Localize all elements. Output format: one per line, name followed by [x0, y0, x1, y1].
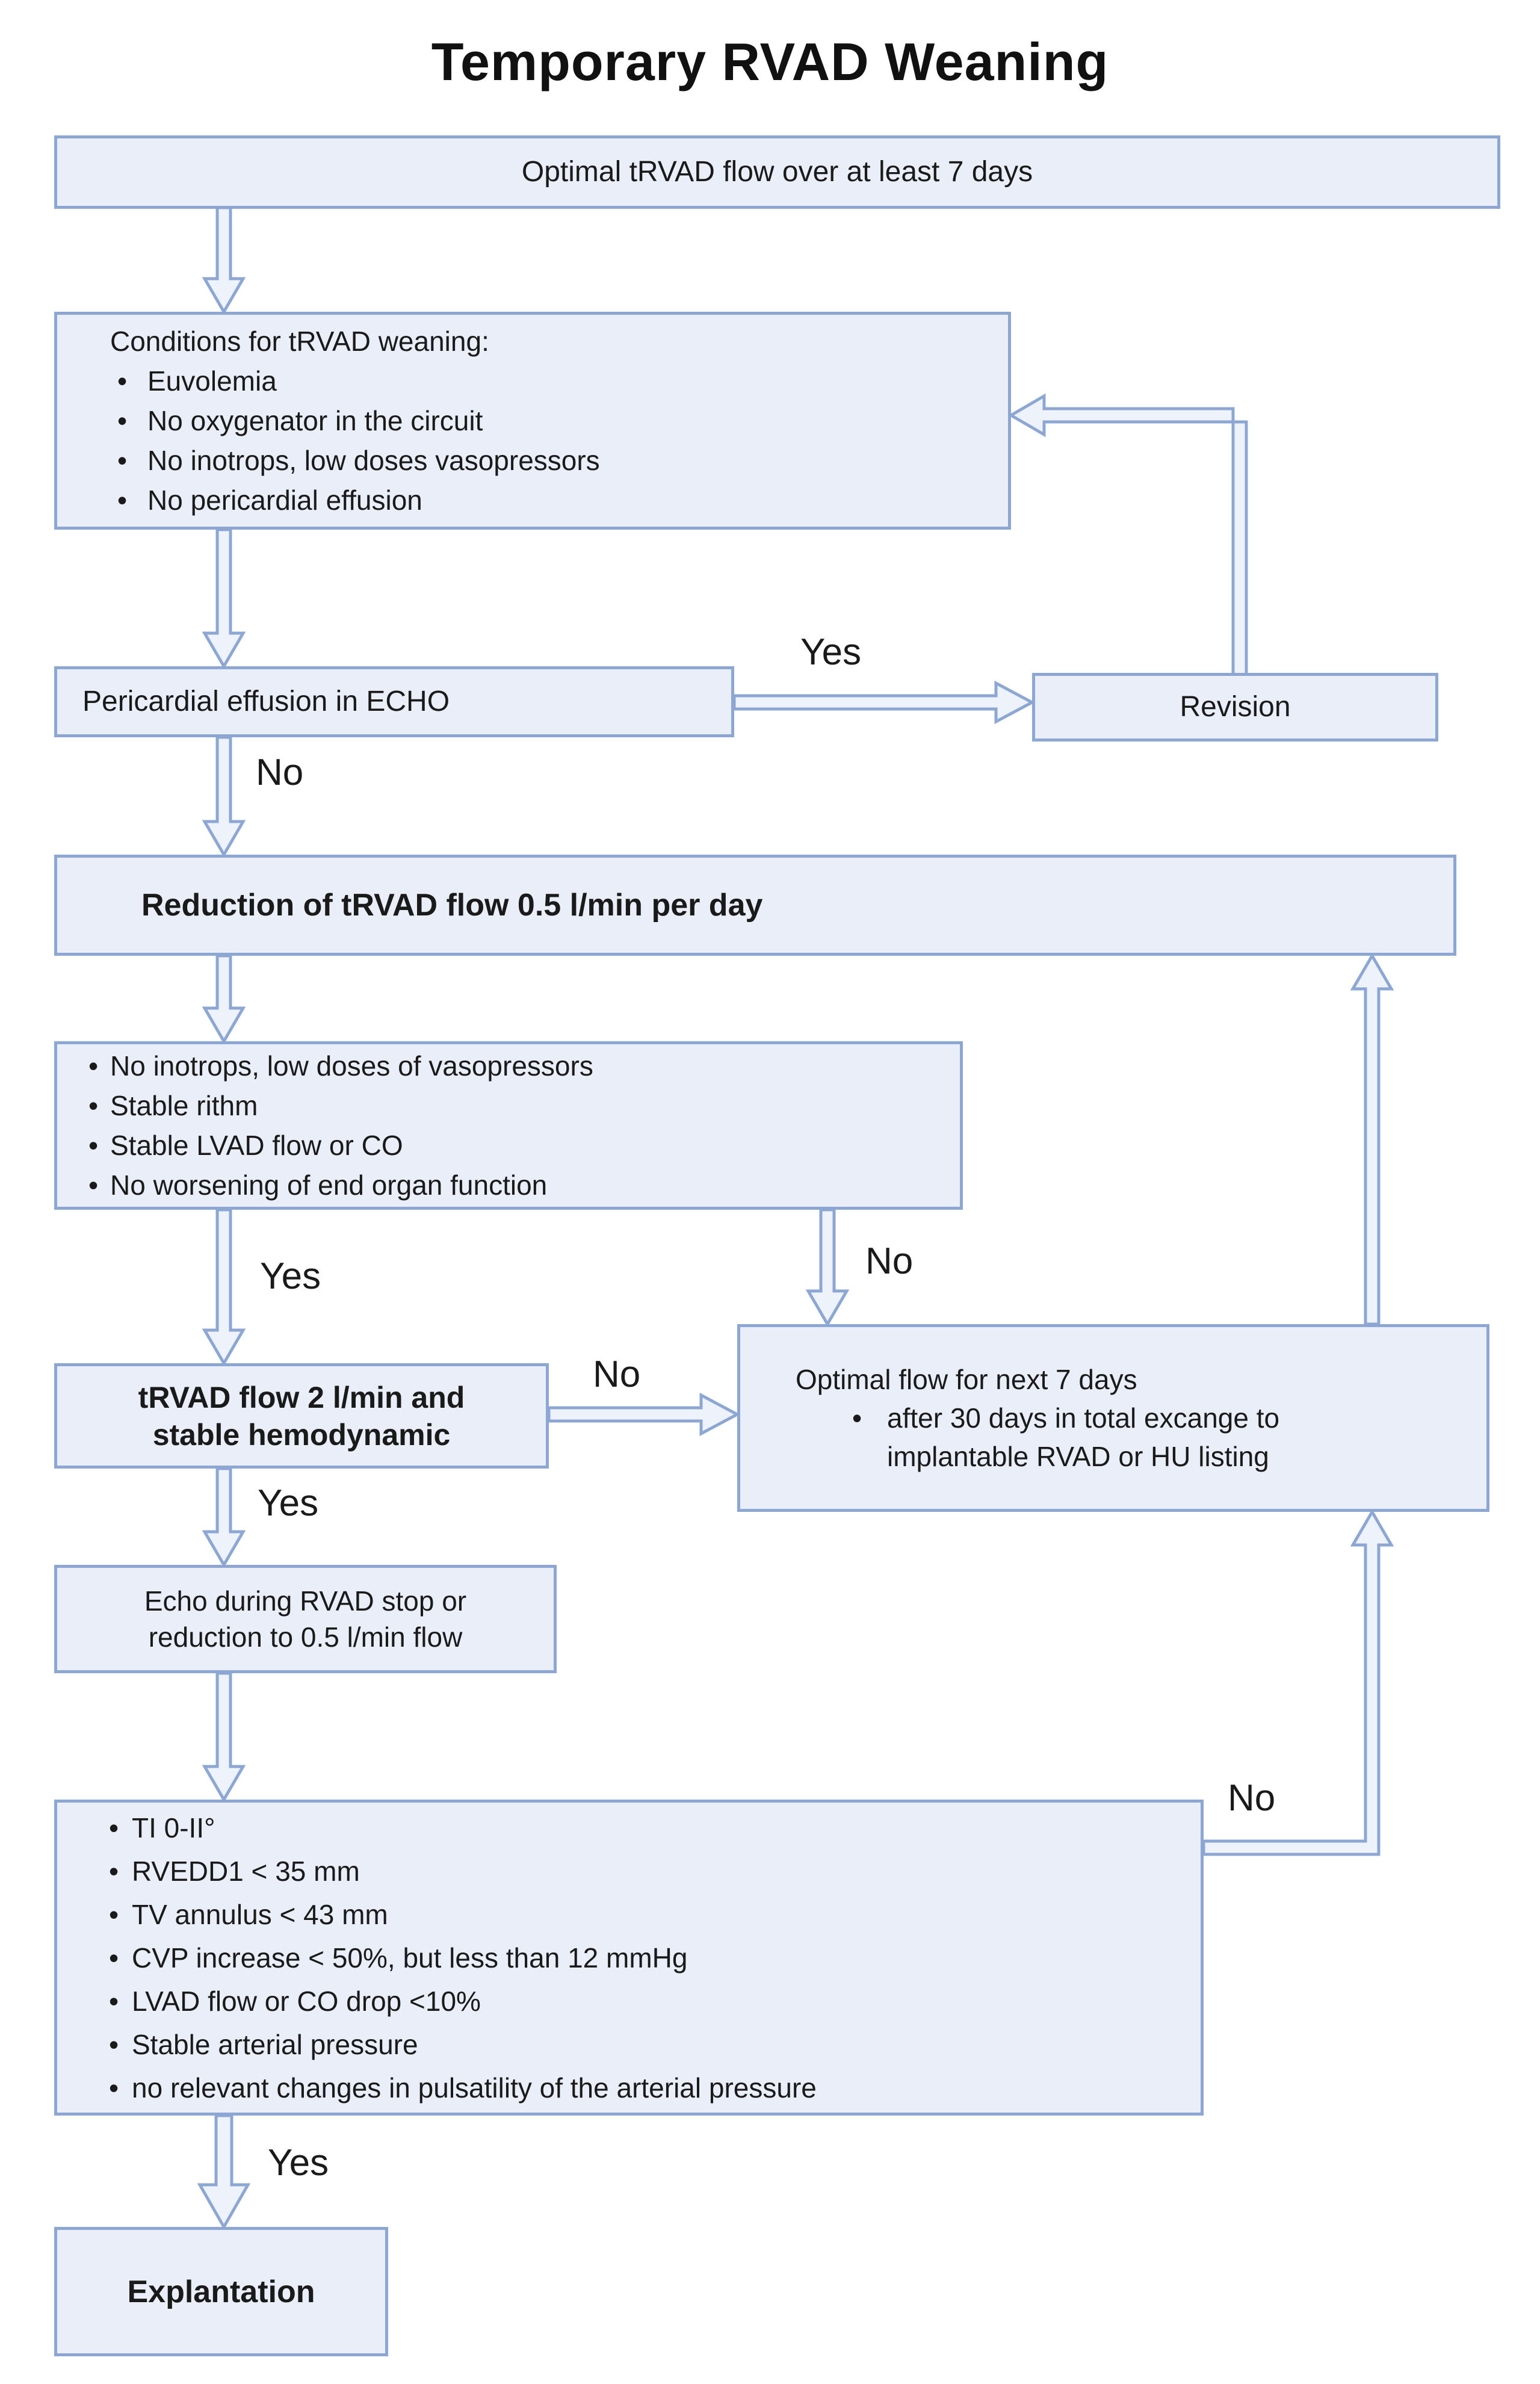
- arrow-echo-stop-to-criteria: [202, 1671, 246, 1803]
- node-text: Reduction of tRVAD flow 0.5 l/min per da…: [141, 888, 763, 923]
- edge-label-echo-no: No: [256, 752, 304, 793]
- edge-label-trvad-yes: Yes: [258, 1482, 319, 1524]
- edge-label-echo-yes: Yes: [800, 631, 862, 673]
- arrow-echo-yes-to-revision: [732, 680, 1036, 725]
- arrow-stability-no-to-optimal7: [805, 1208, 850, 1327]
- node-stability-check: No inotrops, low doses of vasopressors S…: [54, 1041, 963, 1210]
- bullet-item: TV annulus < 43 mm: [107, 1893, 1201, 1936]
- node-text: Revision: [1180, 691, 1291, 723]
- bullet-list: No inotrops, low doses of vasopressors S…: [85, 1046, 960, 1205]
- page-title: Temporary RVAD Weaning: [431, 32, 1109, 91]
- bullet-item: RVEDD1 < 35 mm: [107, 1850, 1201, 1893]
- bullet-item: Stable arterial pressure: [107, 2023, 1201, 2066]
- node-header: Conditions for tRVAD weaning:: [110, 326, 489, 357]
- node-conditions: Conditions for tRVAD weaning: Euvolemia …: [54, 312, 1011, 530]
- bullet-item: No worsening of end organ function: [85, 1165, 960, 1205]
- arrow-criteria-no-up-to-optimal7: [1202, 1509, 1394, 1856]
- node-echo-stop: Echo during RVAD stop or reduction to 0.…: [54, 1565, 557, 1673]
- node-weaning-criteria: TI 0-II° RVEDD1 < 35 mm TV annulus < 43 …: [54, 1800, 1204, 2116]
- bullet-item: Euvolemia: [110, 361, 1008, 401]
- arrow-optimal-to-conditions: [202, 206, 246, 315]
- node-text: Explantation: [127, 2274, 315, 2309]
- bullet-item: No pericardial effusion: [110, 480, 1008, 520]
- edge-label-stability-yes: Yes: [260, 1255, 321, 1297]
- arrow-stability-yes-to-trvad: [202, 1208, 246, 1366]
- node-reduction: Reduction of tRVAD flow 0.5 l/min per da…: [54, 855, 1456, 956]
- bullet-item: No inotrops, low doses of vasopressors: [85, 1046, 960, 1086]
- node-pericardial-echo: Pericardial effusion in ECHO: [54, 666, 734, 737]
- bullet-item: Stable LVAD flow or CO: [85, 1125, 960, 1165]
- arrow-trvad-no-to-optimal7: [547, 1392, 741, 1437]
- bullet-item: no relevant changes in pulsatility of th…: [107, 2066, 1201, 2110]
- bullet-item: LVAD flow or CO drop <10%: [107, 1980, 1201, 2023]
- node-optimal-flow: Optimal tRVAD flow over at least 7 days: [54, 135, 1500, 209]
- arrow-conditions-to-echo-check: [202, 528, 246, 669]
- arrow-criteria-yes-to-explantation: [197, 2114, 251, 2231]
- node-text: Optimal tRVAD flow over at least 7 days: [521, 156, 1033, 188]
- arrow-revision-loop-to-conditions: [1008, 393, 1248, 679]
- bullet-list: after 30 days in total excange to implan…: [796, 1399, 1486, 1476]
- node-explantation: Explantation: [54, 2227, 388, 2356]
- node-optimal-next7: Optimal flow for next 7 days after 30 da…: [737, 1324, 1489, 1512]
- node-header: Optimal flow for next 7 days: [796, 1364, 1137, 1395]
- edge-label-stability-no: No: [865, 1240, 914, 1282]
- edge-label-criteria-yes: Yes: [268, 2142, 329, 2184]
- node-trvad-2lmin: tRVAD flow 2 l/min and stable hemodynami…: [54, 1363, 549, 1469]
- node-revision: Revision: [1032, 673, 1438, 742]
- arrow-optimal7-up-to-reduction: [1350, 953, 1394, 1326]
- edge-label-trvad-no: No: [593, 1354, 641, 1395]
- bullet-item: No inotrops, low doses vasopressors: [110, 441, 1008, 480]
- bullet-item: after 30 days in total excange to implan…: [844, 1399, 1344, 1476]
- bullet-item: CVP increase < 50%, but less than 12 mmH…: [107, 1936, 1201, 1980]
- bullet-item: Stable rithm: [85, 1086, 960, 1125]
- bullet-item: TI 0-II°: [107, 1806, 1201, 1850]
- arrow-echo-no-to-reduction: [202, 735, 246, 858]
- node-text: Echo during RVAD stop or reduction to 0.…: [144, 1585, 467, 1653]
- bullet-list: Euvolemia No oxygenator in the circuit N…: [110, 361, 1008, 520]
- node-text: Pericardial effusion in ECHO: [82, 686, 450, 717]
- bullet-list: TI 0-II° RVEDD1 < 35 mm TV annulus < 43 …: [107, 1806, 1201, 2110]
- node-text: tRVAD flow 2 l/min and stable hemodynami…: [138, 1380, 465, 1452]
- bullet-item: No oxygenator in the circuit: [110, 401, 1008, 441]
- edge-label-criteria-no: No: [1228, 1777, 1276, 1819]
- arrow-reduction-to-stability: [202, 954, 246, 1044]
- arrow-trvad-yes-to-echo-stop: [202, 1467, 246, 1568]
